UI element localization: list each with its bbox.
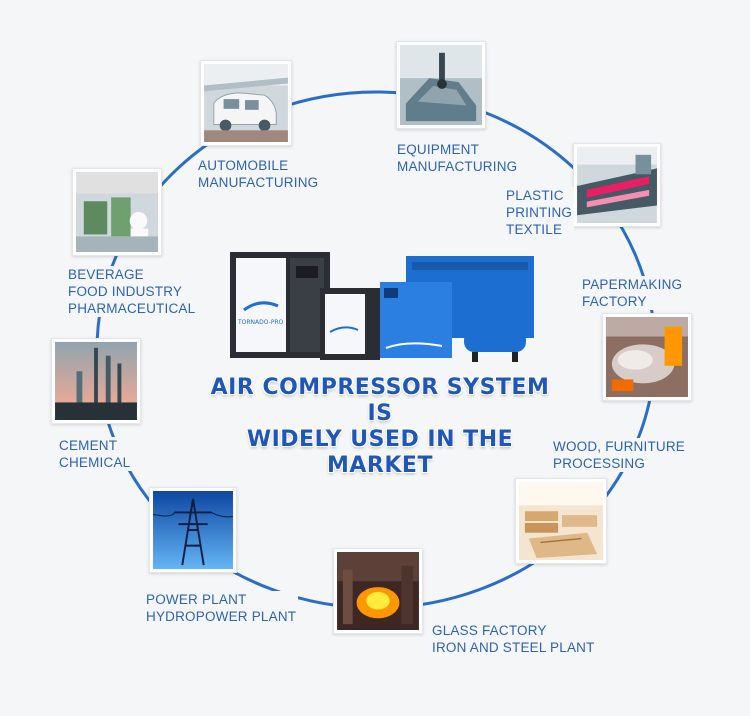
- power-plant-image: [149, 487, 237, 573]
- machinery-icon: [400, 45, 482, 125]
- refinery-icon: [55, 342, 137, 420]
- compressor-product-image: TORNADO-PRO: [230, 252, 534, 362]
- papermaking-image: [602, 313, 692, 401]
- cement-chemical-image: [51, 338, 141, 424]
- printing-machine-icon: [577, 147, 657, 223]
- furnace-icon: [337, 552, 419, 630]
- paper-pulp-icon: [606, 317, 688, 397]
- power-tower-icon: [153, 491, 233, 569]
- brand-text: TORNADO-PRO: [237, 319, 284, 326]
- beverage-food-image: [72, 168, 162, 256]
- headline-line-1: AIR COMPRESSOR SYSTEM IS: [210, 375, 550, 426]
- headline: AIR COMPRESSOR SYSTEM IS WIDELY USED IN …: [200, 375, 560, 479]
- glass-steel-image: [333, 548, 423, 634]
- equipment-image: [396, 41, 486, 129]
- headline-line-2: WIDELY USED IN THE MARKET: [246, 427, 514, 478]
- lumber-icon: [519, 482, 603, 560]
- car-factory-icon: [204, 64, 288, 142]
- plastic-printing-image: [573, 143, 661, 227]
- food-factory-icon: [76, 172, 158, 252]
- automobile-image: [200, 60, 292, 146]
- wood-furniture-image: [515, 478, 607, 564]
- air-tank: [464, 330, 526, 352]
